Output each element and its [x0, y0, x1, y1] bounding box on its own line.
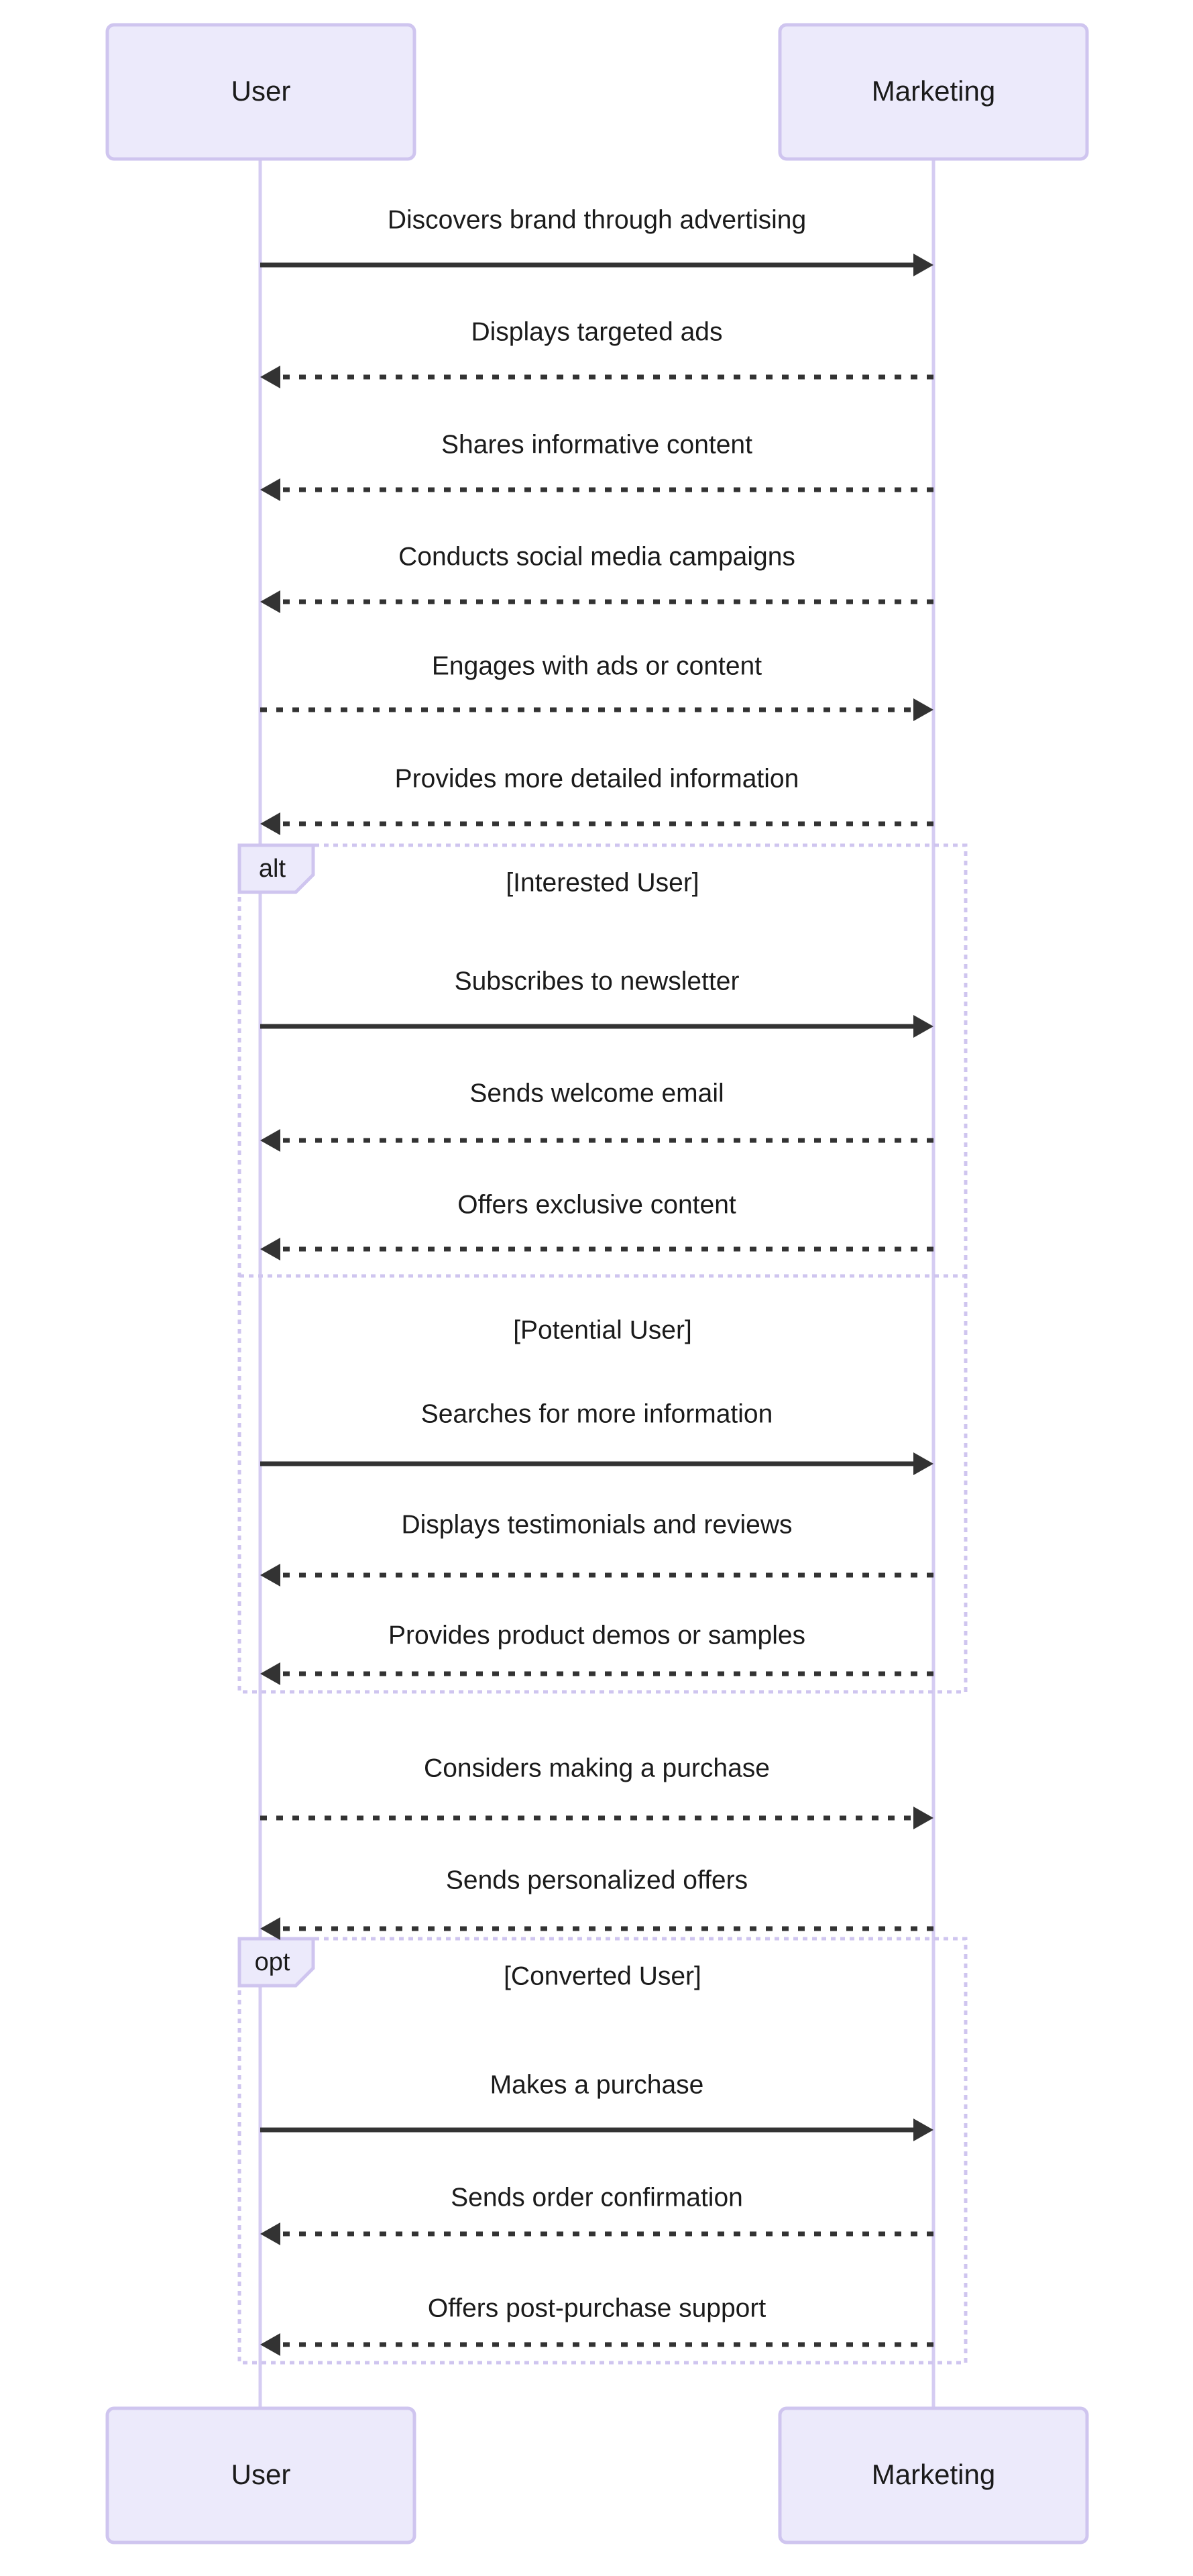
- message-5: Engages with ads or content: [260, 651, 933, 721]
- message-7: Subscribes to newsletter: [260, 967, 933, 1038]
- message-arrowhead-1: [913, 254, 933, 276]
- opt-fragment-border: [237, 1937, 968, 2365]
- message-3: Shares informative content: [260, 430, 933, 501]
- opt-fragment-keyword-label: opt: [255, 1948, 290, 1976]
- message-label-11: Displays testimonials and reviews: [401, 1510, 792, 1539]
- message-label-15: Makes a purchase: [490, 2070, 704, 2099]
- message-label-9: Offers exclusive content: [457, 1190, 736, 1219]
- alt-fragment-condition-label: [Interested User]: [506, 868, 699, 897]
- actor-label-user-top: User: [231, 75, 291, 107]
- actor-top-marketing[interactable]: Marketing: [778, 23, 1089, 161]
- message-arrowhead-2: [260, 366, 280, 388]
- message-label-6: Provides more detailed information: [395, 764, 799, 793]
- message-8: Sends welcome email: [260, 1079, 933, 1152]
- message-arrowhead-3: [260, 478, 280, 501]
- message-arrowhead-4: [260, 590, 280, 613]
- message-label-14: Sends personalized offers: [446, 1866, 748, 1894]
- message-arrowhead-14: [260, 1917, 280, 1940]
- message-10: Searches for more information: [260, 1399, 933, 1475]
- opt-fragment: [Converted User] opt: [237, 1937, 968, 2365]
- message-arrowhead-5: [913, 698, 933, 721]
- message-arrowhead-15: [913, 2118, 933, 2141]
- actor-bottom-marketing[interactable]: Marketing: [778, 2406, 1089, 2544]
- alt-fragment-condition-label: [Potential User]: [513, 1316, 692, 1344]
- message-label-8: Sends welcome email: [469, 1079, 724, 1108]
- opt-fragment-keyword-tab: [237, 1937, 315, 1988]
- message-12: Provides product demos or samples: [260, 1621, 933, 1685]
- message-arrowhead-16: [260, 2222, 280, 2245]
- message-arrowhead-8: [260, 1129, 280, 1152]
- message-label-17: Offers post-purchase support: [428, 2294, 766, 2322]
- message-16: Sends order confirmation: [260, 2183, 933, 2245]
- message-4: Conducts social media campaigns: [260, 542, 933, 613]
- message-arrowhead-11: [260, 1564, 280, 1587]
- message-1: Discovers brand through advertising: [260, 205, 933, 276]
- message-label-12: Provides product demos or samples: [388, 1621, 805, 1650]
- message-label-13: Considers making a purchase: [424, 1754, 770, 1782]
- opt-fragment-condition-label: [Converted User]: [504, 1962, 701, 1990]
- actor-label-marketing-top: Marketing: [872, 75, 995, 107]
- actor-top-user[interactable]: User: [105, 23, 416, 161]
- message-arrowhead-10: [913, 1452, 933, 1475]
- message-11: Displays testimonials and reviews: [260, 1510, 933, 1587]
- message-label-2: Displays targeted ads: [471, 317, 722, 346]
- message-arrowhead-12: [260, 1662, 280, 1685]
- messages-layer: Discovers brand through advertisingDispl…: [260, 205, 933, 2356]
- alt-fragment-border: [237, 843, 968, 1694]
- message-6: Provides more detailed information: [260, 764, 933, 835]
- message-2: Displays targeted ads: [260, 317, 933, 388]
- message-17: Offers post-purchase support: [260, 2294, 933, 2356]
- message-label-5: Engages with ads or content: [432, 651, 762, 680]
- alt-fragment: [Interested User] [Potential User] alt: [237, 843, 968, 1694]
- message-arrowhead-17: [260, 2333, 280, 2356]
- message-13: Considers making a purchase: [260, 1754, 933, 1829]
- message-arrowhead-6: [260, 812, 280, 835]
- message-15: Makes a purchase: [260, 2070, 933, 2141]
- message-label-3: Shares informative content: [441, 430, 752, 459]
- message-label-4: Conducts social media campaigns: [398, 542, 795, 571]
- message-arrowhead-7: [913, 1015, 933, 1038]
- actor-box-user-bottom[interactable]: [105, 2406, 416, 2544]
- message-14: Sends personalized offers: [260, 1866, 933, 1940]
- actor-box-marketing-top[interactable]: [778, 23, 1089, 161]
- message-arrowhead-13: [913, 1807, 933, 1829]
- message-label-16: Sends order confirmation: [451, 2183, 743, 2212]
- message-label-10: Searches for more information: [421, 1399, 773, 1428]
- actor-label-user-bottom: User: [231, 2459, 291, 2490]
- fragments-layer: [Interested User] [Potential User] alt [Con…: [237, 843, 968, 2365]
- alt-fragment-keyword-tab: [237, 843, 315, 894]
- actor-bottom-user[interactable]: User: [105, 2406, 416, 2544]
- lifelines-layer: [258, 159, 935, 2408]
- actor-box-user-top[interactable]: [105, 23, 416, 161]
- message-9: Offers exclusive content: [260, 1190, 933, 1260]
- actor-box-marketing-bottom[interactable]: [778, 2406, 1089, 2544]
- alt-fragment-keyword-label: alt: [259, 855, 286, 883]
- message-arrowhead-9: [260, 1238, 280, 1260]
- actor-label-marketing-bottom: Marketing: [872, 2459, 995, 2490]
- message-label-7: Subscribes to newsletter: [455, 967, 740, 996]
- message-label-1: Discovers brand through advertising: [388, 205, 806, 234]
